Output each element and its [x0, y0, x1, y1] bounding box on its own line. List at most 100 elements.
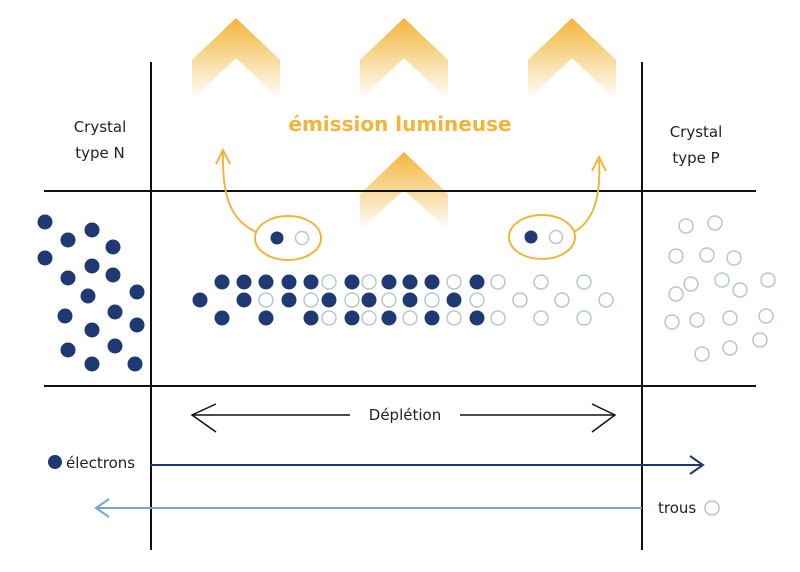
n-type-label-line2: type N [75, 144, 125, 162]
curved-arrow-right-head [591, 154, 607, 172]
hole-particle [446, 310, 462, 326]
electron-particle [446, 292, 462, 308]
electron-particle [84, 222, 100, 238]
hole-particle [699, 247, 715, 263]
legend-electron-dot [48, 455, 62, 469]
hole-particle [344, 292, 360, 308]
p-type-label-line2: type P [672, 149, 720, 167]
grid-lines [44, 62, 756, 550]
electron-particle [105, 239, 121, 255]
depletion-arrowhead-left [190, 403, 217, 433]
electron-particle [192, 292, 208, 308]
pair-hole-left [294, 230, 310, 246]
hole-particle [321, 310, 337, 326]
electrons-group [37, 214, 485, 372]
p-type-label-line1: Crystal [669, 123, 723, 141]
electron-particle [281, 292, 297, 308]
electron-particle [236, 292, 252, 308]
electron-particle [214, 274, 230, 290]
pair-electron-right [524, 230, 538, 244]
light-chevron-3 [528, 18, 616, 100]
hole-particle [381, 292, 397, 308]
hole-particle [469, 292, 485, 308]
hole-particle [361, 310, 377, 326]
hole-particle [668, 248, 684, 264]
pair-oval-left [254, 215, 322, 261]
hole-particle [758, 308, 774, 324]
hole-particle [490, 310, 506, 326]
hole-particle [760, 272, 776, 288]
electron-particle [105, 267, 121, 283]
n-type-label-line1: Crystal [73, 118, 127, 136]
electron-particle [127, 356, 143, 372]
hole-particle [533, 274, 549, 290]
electron-particle [344, 274, 360, 290]
electron-particle [381, 310, 397, 326]
electron-particle [37, 250, 53, 266]
electron-particle [402, 292, 418, 308]
hole-particle [668, 286, 684, 302]
depletion-label: Déplétion [350, 404, 460, 426]
electron-particle [60, 342, 76, 358]
hole-particle [554, 292, 570, 308]
electron-particle [361, 292, 377, 308]
electron-particle [321, 292, 337, 308]
hole-particle [678, 218, 694, 234]
hole-particle [598, 292, 614, 308]
hole-particle [512, 292, 528, 308]
pair-oval-right [508, 214, 576, 260]
hole-particle [707, 215, 723, 231]
hole-particle [490, 274, 506, 290]
electron-particle [37, 214, 53, 230]
hole-flow-head [94, 498, 110, 518]
curved-arrow-left [221, 151, 257, 233]
depletion-arrowhead-right [591, 403, 617, 433]
curved-arrow-left-head [215, 147, 231, 165]
hole-particle [689, 312, 705, 328]
electron-particle [60, 232, 76, 248]
hole-particle [533, 310, 549, 326]
hole-particle [683, 276, 699, 292]
electron-particle [84, 258, 100, 274]
hole-particle [694, 346, 710, 362]
electron-particle [84, 322, 100, 338]
hole-particle [576, 274, 592, 290]
hole-particle [722, 310, 738, 326]
electron-particle [129, 284, 145, 300]
electron-particle [129, 317, 145, 333]
electron-flow-arrow [150, 455, 705, 475]
electron-particle [60, 270, 76, 286]
legend-electrons-label: électrons [66, 454, 136, 472]
electron-particle [107, 304, 123, 320]
hole-particle [722, 340, 738, 356]
electron-particle [424, 274, 440, 290]
electron-flow-head [689, 455, 705, 475]
emission-title: émission lumineuse [288, 112, 512, 136]
electron-particle [236, 274, 252, 290]
electron-particle [281, 274, 297, 290]
hole-particle [732, 282, 748, 298]
electron-particle [402, 274, 418, 290]
electron-particle [469, 274, 485, 290]
electron-particle [214, 310, 230, 326]
legend-hole-dot [704, 500, 720, 516]
curved-arrow-right [573, 157, 601, 233]
electron-particle [80, 288, 96, 304]
hole-particle [714, 272, 730, 288]
electron-particle [84, 356, 100, 372]
electron-particle [258, 274, 274, 290]
hole-particle [726, 250, 742, 266]
hole-flow-arrow [94, 498, 642, 518]
electron-particle [469, 310, 485, 326]
p-type-label: Crystal type P [648, 121, 744, 169]
light-chevron-2 [360, 18, 448, 100]
emission-pair-left [215, 147, 322, 261]
holes-group [258, 215, 776, 362]
electron-particle [303, 274, 319, 290]
hole-particle [752, 332, 768, 348]
electron-particle [344, 310, 360, 326]
electron-particle [303, 310, 319, 326]
pair-hole-right [548, 229, 564, 245]
hole-particle [258, 292, 274, 308]
